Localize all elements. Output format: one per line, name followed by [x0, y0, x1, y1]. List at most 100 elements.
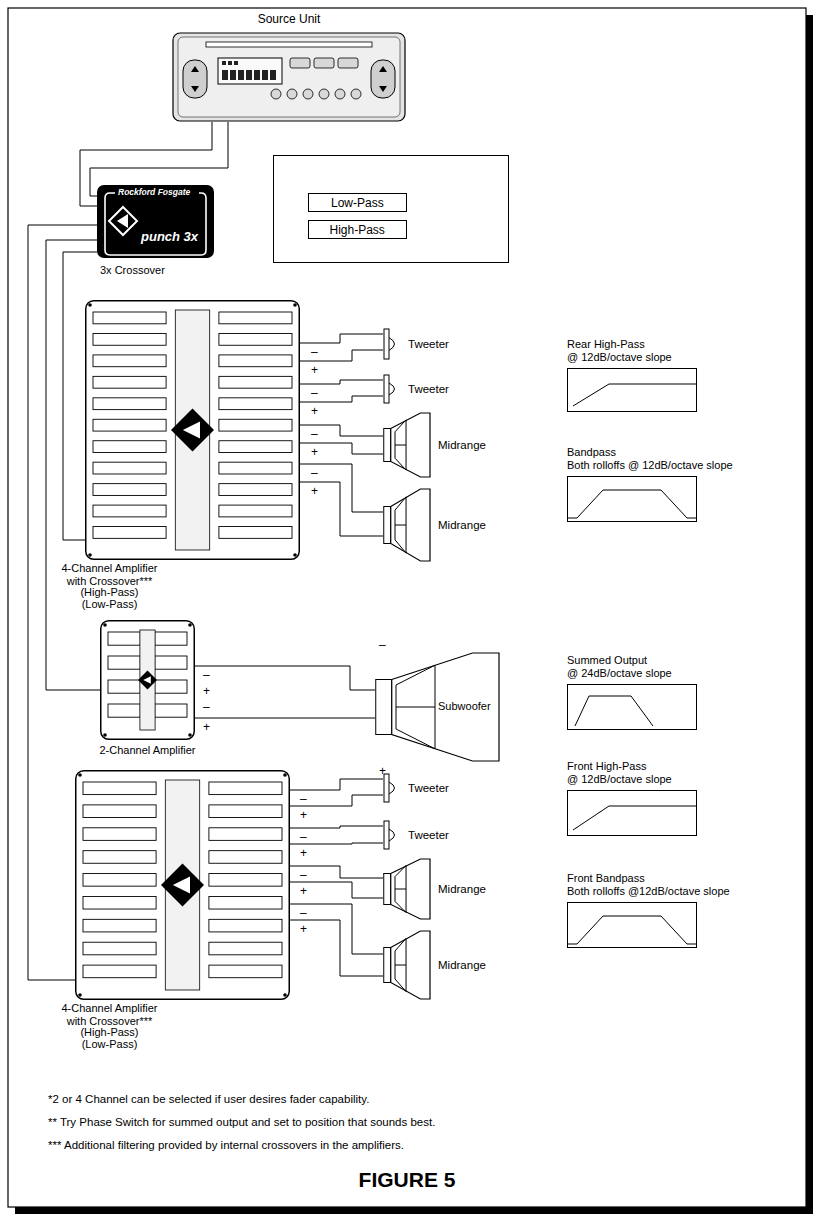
- node-label: Midrange: [438, 518, 486, 532]
- node-label: Summed Output: [567, 654, 647, 667]
- terminal-polarity: +: [300, 884, 307, 898]
- terminal-polarity: +: [203, 720, 210, 734]
- node-label: Source Unit: [172, 12, 406, 26]
- node-label: Subwoofer: [438, 700, 491, 713]
- subwoofer-speaker: Subwoofer: [375, 652, 500, 762]
- terminal-polarity: –: [300, 868, 307, 882]
- node-label: (High-Pass): [52, 586, 167, 599]
- response-graph: Front High-Pass@ 12dB/octave slope: [567, 790, 697, 836]
- response-graph-drawing: [567, 368, 697, 412]
- node-label: 2-Channel Amplifier: [80, 744, 215, 757]
- terminal-polarity: –: [311, 466, 318, 480]
- tweeter-speaker: Tweeter: [383, 374, 401, 404]
- node-label: @ 24dB/octave slope: [567, 667, 672, 680]
- tweeter-speaker-drawing: [383, 328, 401, 360]
- node-label: @ 12dB/octave slope: [567, 351, 672, 364]
- terminal-polarity: +: [379, 764, 386, 778]
- node-label: Midrange: [438, 438, 486, 452]
- wire: [195, 666, 375, 690]
- speaker-wire: [300, 464, 383, 536]
- wire: [300, 334, 383, 343]
- node-label: Rear High-Pass: [567, 338, 645, 351]
- footnote: ** Try Phase Switch for summed output an…: [48, 1115, 435, 1129]
- crossover-unit: Rockford Fosgatepunch 3x3x Crossover: [97, 185, 214, 258]
- node-label: Both rolloffs @ 12dB/octave slope: [567, 459, 733, 472]
- terminal-polarity: –: [311, 427, 318, 441]
- amplifier-drawing: [85, 300, 300, 560]
- response-graph-drawing: [567, 476, 697, 522]
- node-label: @ 12dB/octave slope: [567, 773, 672, 786]
- terminal-polarity: +: [203, 684, 210, 698]
- response-graph-drawing: [567, 684, 697, 730]
- midrange-speaker: Midrange: [383, 858, 431, 920]
- speaker-wire: [290, 866, 383, 898]
- figure-caption: FIGURE 5: [8, 1168, 806, 1192]
- filter-label-box: High-Pass: [308, 220, 407, 239]
- speaker-wire: [290, 826, 383, 844]
- response-graph-drawing: [567, 790, 697, 836]
- response-graph: Summed Output@ 24dB/octave slope: [567, 684, 697, 730]
- speaker-wire: [290, 779, 383, 806]
- wire: [290, 904, 383, 954]
- node-label: Rockford Fosgate: [118, 187, 190, 197]
- wire: [195, 718, 375, 719]
- midrange-speaker-drawing: [383, 412, 431, 478]
- midrange-speaker-drawing: [383, 858, 431, 920]
- wire: [290, 920, 383, 976]
- response-graph: Front BandpassBoth rolloffs @12dB/octave…: [567, 902, 697, 948]
- terminal-polarity: –: [300, 906, 307, 920]
- response-graph: BandpassBoth rolloffs @ 12dB/octave slop…: [567, 476, 697, 522]
- amplifier: 4-Channel Amplifier with Crossover***(Hi…: [75, 770, 290, 1000]
- terminal-polarity: +: [300, 922, 307, 936]
- filter-label-box: Low-Pass: [308, 193, 407, 212]
- terminal-polarity: +: [311, 445, 318, 459]
- node-label: Tweeter: [408, 382, 449, 396]
- filter-panel: [274, 156, 509, 263]
- node-label: punch 3x: [141, 229, 198, 244]
- amplifier: 2-Channel Amplifier: [100, 620, 195, 740]
- node-label: (High-Pass): [52, 1026, 167, 1039]
- wire: [300, 380, 383, 384]
- tweeter-speaker-drawing: [383, 374, 401, 404]
- response-graph-drawing: [567, 902, 697, 948]
- node-label: 4-Channel Amplifier with Crossover***: [52, 1002, 167, 1028]
- footnote: *2 or 4 Channel can be selected if user …: [48, 1092, 369, 1106]
- node-label: Bandpass: [567, 446, 616, 459]
- terminal-polarity: –: [311, 345, 318, 359]
- terminal-polarity: –: [203, 668, 210, 682]
- terminal-polarity: –: [379, 638, 386, 652]
- speaker-wire: [300, 380, 383, 402]
- wire: [290, 882, 383, 898]
- tweeter-speaker-drawing: [383, 820, 401, 850]
- source-unit: Source Unit: [172, 32, 406, 122]
- node-label: (Low-Pass): [52, 598, 167, 611]
- wire: [90, 122, 228, 196]
- midrange-speaker-drawing: [383, 488, 431, 562]
- amplifier-drawing: [75, 770, 290, 1000]
- amplifier-drawing: [100, 620, 195, 740]
- terminal-polarity: +: [311, 404, 318, 418]
- source-unit-drawing: [172, 32, 406, 122]
- terminal-polarity: +: [311, 484, 318, 498]
- node-label: 3x Crossover: [100, 264, 165, 277]
- node-label: Tweeter: [408, 337, 449, 351]
- node-label: Tweeter: [408, 781, 449, 795]
- midrange-speaker: Midrange: [383, 930, 431, 1000]
- wire: [290, 826, 383, 828]
- speaker-wire: [290, 904, 383, 976]
- node-label: High-Pass: [330, 223, 385, 237]
- terminal-polarity: –: [311, 386, 318, 400]
- node-label: Front High-Pass: [567, 760, 646, 773]
- terminal-polarity: +: [311, 363, 318, 377]
- node-label: Midrange: [438, 882, 486, 896]
- node-label: Low-Pass: [331, 196, 384, 210]
- wire: [300, 464, 383, 512]
- node-label: Midrange: [438, 958, 486, 972]
- speaker-wire: [300, 334, 383, 361]
- terminal-polarity: +: [300, 846, 307, 860]
- response-graph: Rear High-Pass@ 12dB/octave slope: [567, 368, 697, 412]
- tweeter-speaker: Tweeter: [383, 328, 401, 360]
- terminal-polarity: –: [300, 830, 307, 844]
- amplifier: 4-Channel Amplifier with Crossover***(Hi…: [85, 300, 300, 560]
